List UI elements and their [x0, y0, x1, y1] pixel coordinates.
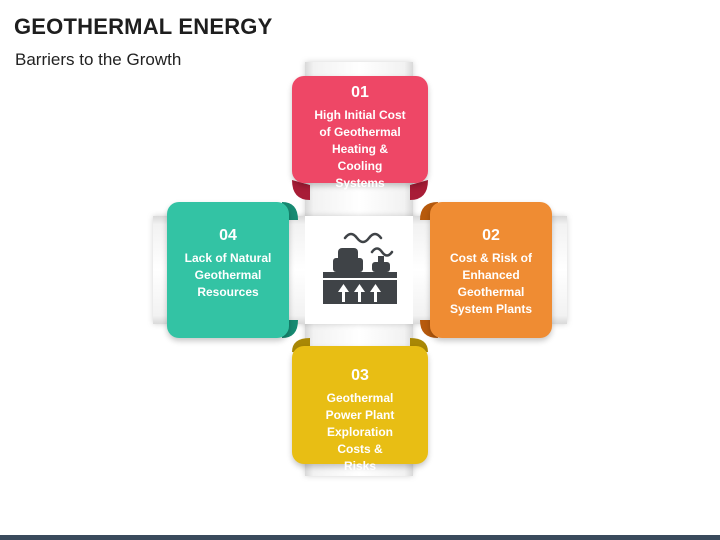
fold-01-right	[410, 180, 428, 200]
card-number: 02	[482, 227, 500, 244]
card-number: 04	[219, 227, 237, 244]
footer-bar	[0, 535, 720, 540]
card-01: 01 High Initial Cost of Geothermal Heati…	[292, 76, 428, 190]
card-02: 02 Cost & Risk of Enhanced Geothermal Sy…	[430, 202, 552, 338]
card-text: Cost & Risk of Enhanced Geothermal Syste…	[449, 251, 533, 316]
card-04: 04 Lack of Natural Geothermal Resources	[167, 202, 289, 338]
card-number: 03	[351, 367, 369, 384]
card-text: Geothermal Power Plant Exploration Costs…	[325, 391, 395, 473]
page-title: GEOTHERMAL ENERGY	[14, 14, 273, 39]
card-text: Lack of Natural Geothermal Resources	[184, 251, 272, 299]
card-03: 03 Geothermal Power Plant Exploration Co…	[292, 346, 428, 473]
card-text: High Initial Cost of Geothermal Heating …	[314, 108, 406, 190]
page-subtitle: Barriers to the Growth	[15, 50, 182, 69]
geothermal-plant-icon	[323, 232, 397, 304]
card-number: 01	[351, 84, 369, 101]
fold-01-left	[292, 180, 310, 200]
